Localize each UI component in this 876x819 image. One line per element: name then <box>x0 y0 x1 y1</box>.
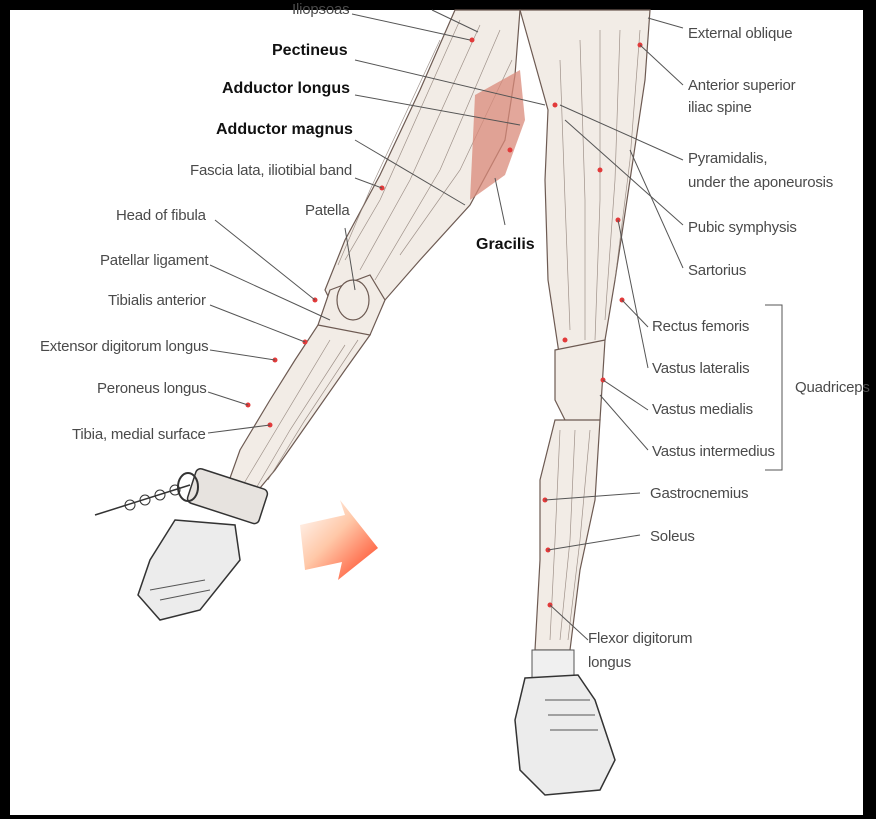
label-anterior-superior-line1: Anterior superior <box>688 77 796 94</box>
label-soleus: Soleus <box>650 528 695 545</box>
label-tibialis-anterior: Tibialis anterior <box>108 292 206 309</box>
label-gastrocnemius: Gastrocnemius <box>650 485 748 502</box>
left-patella <box>337 280 369 320</box>
label-patellar-ligament: Patellar ligament <box>100 252 209 269</box>
label-extensor-digitorum-longus: Extensor digitorum longus <box>40 338 208 355</box>
label-head-of-fibula: Head of fibula <box>116 207 207 224</box>
label-vastus-intermedius: Vastus intermedius <box>652 443 775 460</box>
label-vastus-medialis: Vastus medialis <box>652 401 753 418</box>
label-pyramidalis-line2: under the aponeurosis <box>688 174 833 191</box>
label-rectus-femoris: Rectus femoris <box>652 318 749 335</box>
label-pectineus: Pectineus <box>272 42 348 59</box>
label-vastus-lateralis: Vastus lateralis <box>652 360 749 377</box>
label-flexor-digitorum-line2: longus <box>588 654 631 671</box>
label-flexor-digitorum-line1: Flexor digitorum <box>588 630 692 647</box>
label-iliopsoas: Iliopsoas <box>292 1 349 18</box>
label-adductor-magnus: Adductor magnus <box>216 121 353 138</box>
label-pubic-symphysis: Pubic symphysis <box>688 219 797 236</box>
label-sartorius: Sartorius <box>688 262 746 279</box>
label-anterior-superior-line2: iliac spine <box>688 99 752 116</box>
label-adductor-longus: Adductor longus <box>222 80 350 97</box>
label-pyramidalis-line1: Pyramidalis, <box>688 150 767 167</box>
label-quadriceps: Quadriceps <box>795 379 870 396</box>
right-sock <box>532 650 574 678</box>
label-gracilis: Gracilis <box>476 236 535 253</box>
label-tibia-medial-surface: Tibia, medial surface <box>72 426 206 443</box>
label-fascia-lata: Fascia lata, iliotibial band <box>190 162 352 179</box>
label-external-oblique: External oblique <box>688 25 792 42</box>
label-patella: Patella <box>305 202 350 219</box>
label-peroneus-longus: Peroneus longus <box>97 380 207 397</box>
